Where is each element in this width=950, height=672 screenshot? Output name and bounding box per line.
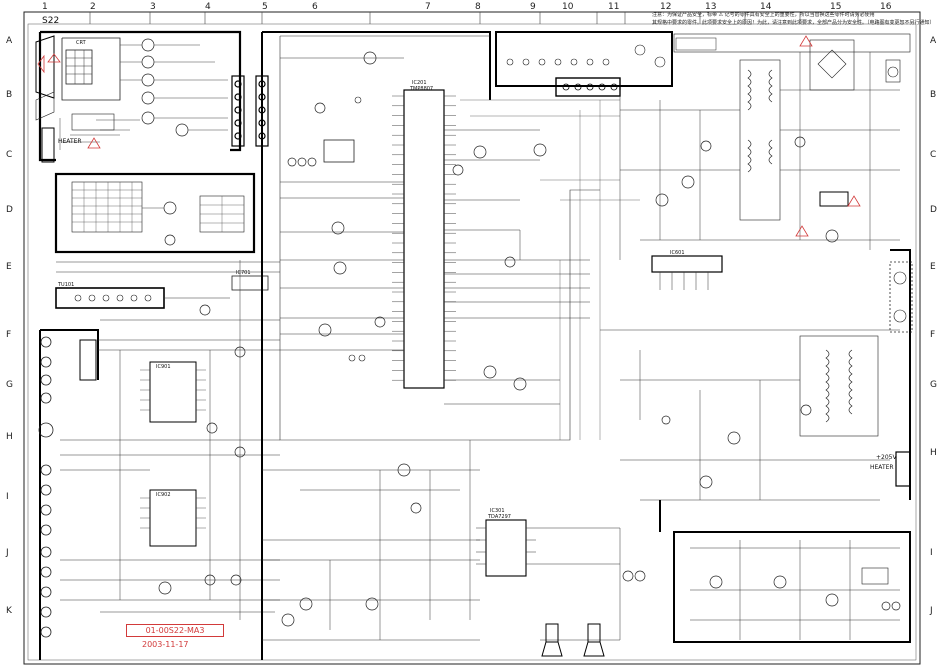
row-label-right: D (930, 205, 937, 215)
ic-av-switch-2 (140, 489, 206, 547)
ic201-part: TMP8807 (410, 86, 434, 92)
power-supply-block (619, 33, 911, 260)
row-label-right: I (930, 548, 933, 558)
ic-av-label-2: IC902 (156, 492, 171, 498)
column-label: 6 (312, 2, 318, 12)
row-label-left: K (6, 606, 12, 616)
row-label-right: H (930, 448, 937, 458)
notice-line-2: 其规格中要求的零件。此项要求安全上的原因！为此，请注意到此项要求，全部产品分为安… (652, 20, 935, 26)
diagram-title: S22 (42, 16, 60, 26)
row-label-left: I (6, 492, 9, 502)
row-label-right: B (930, 90, 937, 100)
column-label: 16 (880, 2, 892, 12)
bottom-right-block (659, 500, 911, 643)
crt-socket-block (35, 30, 242, 163)
tuner-label: TU101 (58, 282, 75, 288)
row-label-left: D (6, 205, 13, 215)
column-label: 12 (660, 2, 672, 12)
ic-av-switch-1 (140, 361, 206, 423)
revision-stamp-date: 2003-11-17 (142, 640, 189, 649)
ic-av-label-1: IC901 (156, 364, 171, 370)
deflection-block (600, 249, 913, 501)
row-label-left: B (6, 90, 13, 100)
row-label-left: J (6, 548, 9, 558)
ic301-label: IC301 (490, 508, 505, 514)
row-label-right: F (930, 330, 936, 340)
row-label-left: G (6, 380, 13, 390)
voltage-label-right: +205V (876, 454, 897, 461)
column-label: 4 (205, 2, 211, 12)
column-label: 1 (42, 2, 48, 12)
row-label-left: E (6, 262, 12, 272)
revision-stamp-code: 01-00S22-MA3 (126, 624, 224, 637)
crt-label: CRT (76, 40, 86, 46)
row-label-left: F (6, 330, 12, 340)
column-label: 5 (262, 2, 268, 12)
ic201-label: IC201 (412, 80, 427, 86)
row-label-right: J (930, 606, 933, 616)
row-label-left: A (6, 36, 13, 46)
ic601-label: IC601 (670, 250, 685, 256)
ic301-audio (476, 519, 621, 657)
keypad-block (54, 172, 256, 254)
ic201-main (392, 89, 456, 389)
row-label-left: C (6, 150, 13, 160)
column-label: 9 (530, 2, 536, 12)
tuner-tu101 (55, 287, 165, 309)
row-label-right: A (930, 36, 937, 46)
safety-notice: 注意：为保证产品安全，标带 ⚠ 记号的零件具有安全上的重要性，所以当替换这些零件… (652, 11, 935, 27)
control-connector-strip (495, 31, 673, 97)
column-label: 3 (150, 2, 156, 12)
column-label: 13 (705, 2, 717, 12)
row-label-right: E (930, 262, 936, 272)
column-label: 8 (475, 2, 481, 12)
row-label-right: G (930, 380, 937, 390)
column-label: 14 (760, 2, 772, 12)
ic701-label: IC701 (236, 270, 251, 276)
heater-label-left: HEATER (58, 138, 82, 145)
notice-line-1: 注意：为保证产品安全，标带 ⚠ 记号的零件具有安全上的重要性，所以当替换这些零件… (652, 12, 875, 18)
column-label: 15 (830, 2, 842, 12)
ic301-part: TDA7297 (488, 514, 511, 520)
column-label: 10 (562, 2, 574, 12)
column-label: 7 (425, 2, 431, 12)
row-label-right: C (930, 150, 937, 160)
heater-label-right: HEATER (870, 464, 894, 471)
ic601 (651, 255, 723, 290)
av-input-block (38, 329, 99, 660)
column-label: 2 (90, 2, 96, 12)
column-label: 11 (608, 2, 620, 12)
row-label-left: H (6, 432, 13, 442)
